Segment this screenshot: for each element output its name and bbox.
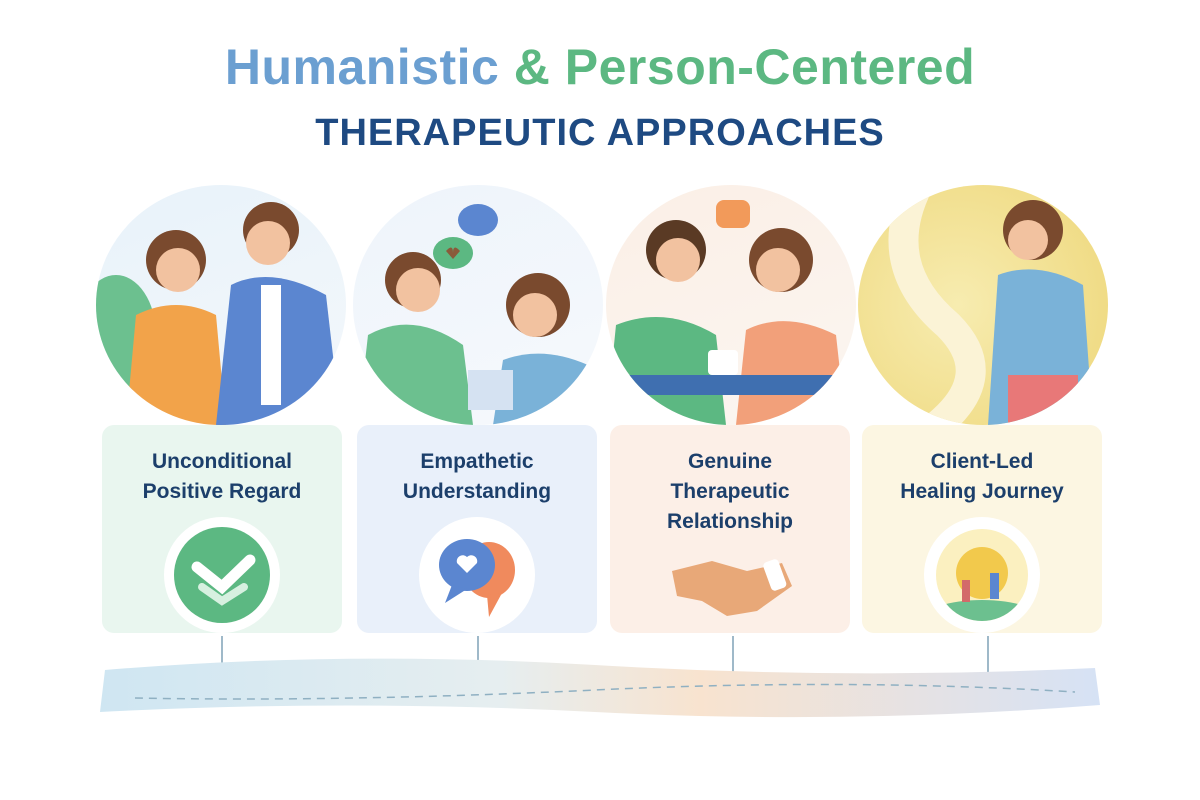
- journey-wave-band: [100, 658, 1100, 718]
- illustration-regard: [96, 185, 346, 425]
- illustration-journey: [858, 185, 1108, 425]
- check-icon: [164, 517, 280, 633]
- illustration-relationship: [606, 185, 856, 425]
- handshake-icon: [672, 541, 792, 657]
- card-client-led-healing-journey: Client-Led Healing Journey: [862, 425, 1102, 633]
- sunrise-path-icon: [924, 517, 1040, 633]
- card-unconditional-positive-regard: Unconditional Positive Regard: [102, 425, 342, 633]
- title-humanistic: Humanistic: [224, 39, 500, 95]
- card-label: Unconditional Positive Regard: [142, 450, 302, 503]
- connector-line: [221, 636, 223, 686]
- speech-bubbles-heart-icon: [419, 517, 535, 633]
- title-person-centered: & Person-Centered: [513, 39, 976, 95]
- connector-line: [987, 636, 989, 686]
- illustration-empathy: [353, 185, 603, 425]
- card-label: Empathetic Understanding: [402, 450, 552, 503]
- card-genuine-therapeutic-relationship: Genuine Therapeutic Relationship: [610, 425, 850, 633]
- title-line2: THERAPEUTIC APPROACHES: [315, 112, 885, 154]
- card-label: Client-Led Healing Journey: [900, 450, 1064, 503]
- connector-line: [732, 636, 734, 686]
- card-label: Genuine Therapeutic Relationship: [666, 450, 793, 533]
- title-line1: Humanistic & Person-Centered: [0, 38, 1200, 96]
- card-empathetic-understanding: Empathetic Understanding: [357, 425, 597, 633]
